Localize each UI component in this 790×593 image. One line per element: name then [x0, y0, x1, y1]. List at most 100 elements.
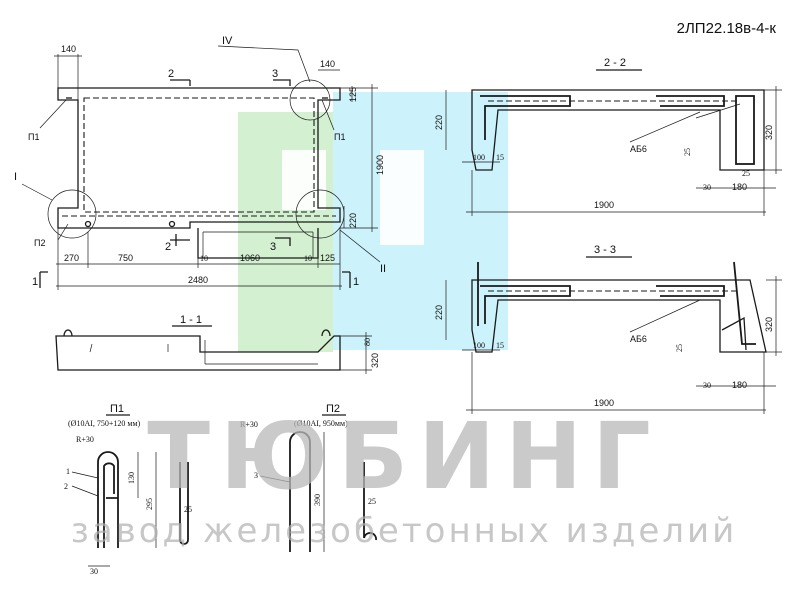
plan-view: 2 2 3 3 1 1 I II IV П1 П1 П2 140 140 [14, 35, 386, 290]
section-1-1: 1 - 1 80 320 [55, 314, 380, 374]
dim-15: 15 [496, 341, 504, 350]
dim-125: 125 [348, 87, 358, 102]
leader-node-4 [217, 45, 311, 83]
dim-180: 180 [732, 380, 747, 390]
section-2-2-cage [735, 95, 755, 165]
loop-p1-label-1: 1 [66, 467, 70, 476]
dim-130: 130 [127, 472, 136, 484]
dim-750: 750 [118, 253, 133, 263]
leader-ab6 [629, 111, 701, 143]
loop-p2-detail: П2 (Ø10AI, 950мм) R+30 3 390 25 [240, 403, 377, 552]
section-3-3-chamfer [721, 316, 747, 351]
loop-p1-leader-1 [71, 471, 99, 479]
cut-2-bottom [170, 234, 190, 246]
node-circle-1 [47, 189, 97, 239]
cut-1-right [342, 271, 351, 288]
loop-p1-leader-2 [71, 485, 99, 497]
node-label-4: IV [222, 35, 233, 47]
dim-220: 220 [348, 213, 358, 228]
logo-blocks [238, 92, 508, 352]
section-3-3-rebar [480, 285, 571, 324]
dim-1900: 1900 [594, 398, 614, 408]
cut-1-left [39, 271, 48, 288]
dim-15: 15 [496, 153, 504, 162]
loop-p1-spec: (Ø10AI, 750+120 мм) [68, 419, 141, 428]
logo-white-cut-2 [380, 150, 424, 245]
dim-1900: 1900 [594, 200, 614, 210]
loop-p2-title: П2 [326, 403, 340, 415]
loop-p2-side [363, 462, 377, 541]
dim-320: 320 [764, 317, 774, 332]
plan-tray [197, 228, 319, 259]
dim-25a: 25 [683, 148, 692, 156]
dim-390: 390 [313, 494, 322, 506]
cut-3-label-top: 3 [272, 68, 278, 80]
section-3-3-label: 3 - 3 [594, 244, 616, 256]
dim-80: 80 [363, 338, 372, 346]
dim-220: 220 [434, 115, 444, 130]
leader-ab6-22 [695, 103, 741, 119]
dim-25: 25 [675, 344, 684, 352]
dim-30: 30 [703, 381, 711, 390]
loop-p1-bar [97, 451, 119, 548]
leader-p1-left [39, 99, 67, 129]
section-2-2-label: 2 - 2 [604, 57, 626, 69]
loop-p1-title: П1 [110, 403, 124, 415]
leader-ab6-33 [629, 299, 701, 333]
cut-2-label-top: 2 [168, 68, 174, 80]
plan-outline [57, 87, 341, 229]
cut-2-label-bottom: 2 [165, 241, 171, 253]
node-label-1: I [14, 171, 17, 183]
dim-25b: 25 [742, 169, 750, 178]
section-1-1-marks [89, 343, 169, 353]
section-2-2-outline [471, 89, 765, 171]
section-3-3-loop-2 [733, 261, 756, 345]
dim-25-p1: 25 [184, 505, 192, 514]
leader-node-2 [339, 229, 381, 263]
loop-p2-bar [289, 431, 311, 552]
dim-30-p1: 30 [90, 567, 98, 576]
cut-3-bottom [275, 237, 291, 246]
dim-220: 220 [434, 305, 444, 320]
loop-mark-bl [84, 220, 92, 228]
loop-p1-detail: П1 (Ø10AI, 750+120 мм) R+30 1 2 130 295 … [64, 403, 192, 576]
node-circle-4 [289, 79, 331, 121]
dim-125-bottom: 125 [320, 253, 335, 263]
section-3-3-rebar-label: АБ6 [630, 334, 647, 344]
section-3-3-outline [471, 279, 767, 353]
dim-320: 320 [764, 125, 774, 140]
loop-label-p1-left: П1 [28, 132, 39, 142]
dim-1900: 1900 [375, 155, 385, 175]
leader-p1-right [321, 99, 335, 131]
dim-1060: 1060 [240, 253, 260, 263]
section-2-2: 2 - 2 АБ6 220 100 15 25 25 30 180 320 19… [434, 57, 782, 216]
section-3-3: 3 - 3 АБ6 220 100 15 25 30 180 320 1900 [434, 244, 782, 414]
plan-rebar-dashed [83, 97, 315, 213]
dim-10-right: 10 [304, 254, 312, 263]
section-1-1-loop-right [321, 329, 331, 337]
dim-320: 320 [370, 353, 380, 368]
loop-p1-label-2: 2 [64, 482, 68, 491]
dim-30: 30 [703, 183, 711, 192]
dim-2480: 2480 [188, 275, 208, 285]
section-2-2-rebar-label: АБ6 [630, 144, 647, 154]
dim-100: 100 [473, 153, 485, 162]
cut-1-label-right: 1 [353, 276, 359, 288]
section-2-2-rebar [480, 95, 571, 140]
leader-node-1 [21, 183, 53, 201]
dim-295: 295 [145, 498, 154, 510]
dim-100: 100 [473, 341, 485, 350]
loop-label-p2: П2 [34, 238, 45, 248]
section-1-1-outline [55, 335, 341, 371]
drawing-code: 2ЛП22.18в-4-к [677, 20, 777, 37]
section-1-1-label: 1 - 1 [180, 314, 202, 326]
dim-180: 180 [732, 182, 747, 192]
loop-p2-label-3: 3 [254, 471, 258, 480]
loop-p1-radius: R+30 [76, 435, 94, 444]
node-label-2: II [380, 263, 386, 275]
dim-140-right: 140 [320, 59, 335, 69]
loop-p1-inner [103, 462, 115, 548]
cut-2-top [170, 79, 191, 86]
loop-p1-side [179, 462, 189, 545]
